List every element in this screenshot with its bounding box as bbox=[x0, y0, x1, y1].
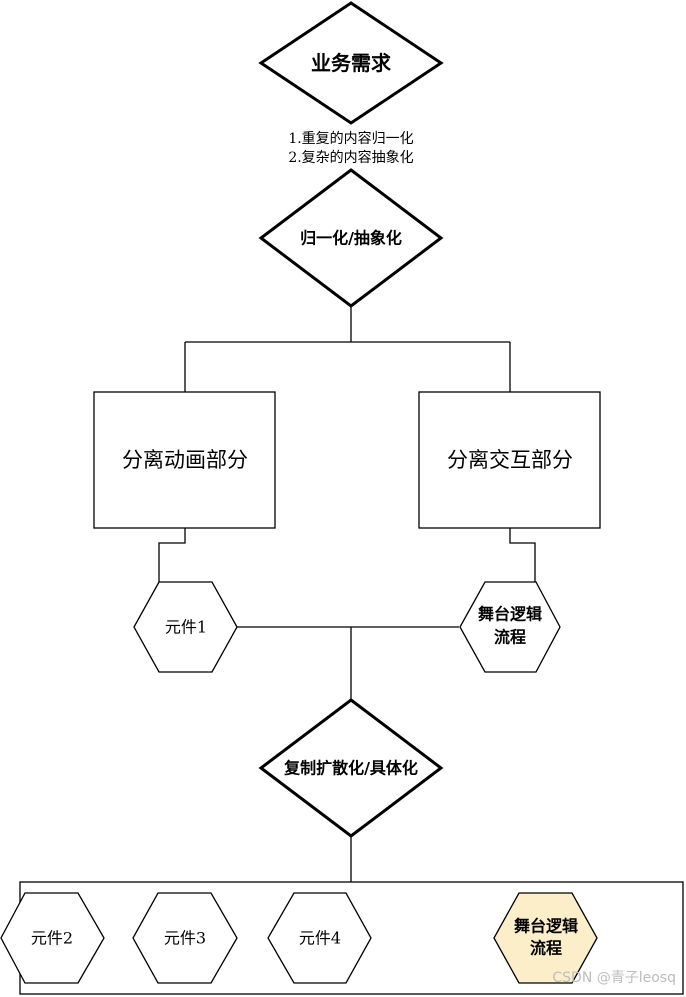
decision-business-requirement: 业务需求 bbox=[258, 1, 444, 125]
hexagon-shape bbox=[133, 581, 238, 673]
decision-diamond bbox=[258, 698, 444, 838]
decision-label-replicate-concrete: 复制扩散化/具体化 bbox=[283, 759, 418, 778]
process-label-separate-animation: 分离动画部分 bbox=[122, 448, 248, 472]
decision-label-business-requirement: 业务需求 bbox=[311, 51, 392, 75]
connector-animation-to-component bbox=[158, 528, 186, 582]
process-box bbox=[418, 391, 601, 529]
hex-component-4: 元件4 bbox=[267, 892, 372, 984]
connectors bbox=[158, 306, 536, 882]
process-label-separate-interaction: 分离交互部分 bbox=[447, 448, 573, 472]
decision-diamond bbox=[258, 168, 444, 308]
process-box bbox=[93, 391, 276, 529]
hex-component-2: 元件2 bbox=[0, 892, 105, 984]
decision-replicate-concrete: 复制扩散化/具体化 bbox=[258, 698, 444, 838]
hex-label-component-4: 元件4 bbox=[299, 929, 341, 948]
hexagon-shape bbox=[493, 892, 598, 984]
watermark-text: CSDN @青子leosq bbox=[552, 970, 676, 986]
process-separate-animation: 分离动画部分 bbox=[93, 391, 276, 529]
process-separate-interaction: 分离交互部分 bbox=[418, 391, 601, 529]
connector-interaction-to-stage bbox=[509, 528, 536, 582]
hex-label-component-1: 元件1 bbox=[165, 618, 207, 637]
hex-component-3: 元件3 bbox=[132, 892, 238, 984]
decision-diamond bbox=[258, 1, 444, 125]
hex-stage-logic-highlighted: 舞台逻辑 流程 bbox=[493, 892, 598, 984]
decision-label-normalize-abstract: 归一化/抽象化 bbox=[300, 229, 402, 248]
hexagon-shape bbox=[0, 892, 105, 984]
hex-label-component-3: 元件3 bbox=[164, 929, 206, 948]
hex-component-1: 元件1 bbox=[133, 581, 238, 673]
hexagon-shape bbox=[132, 892, 238, 984]
note-line-2: 2.复杂的内容抽象化 bbox=[288, 149, 413, 166]
hex-label-stage-logic-highlighted-line-2: 流程 bbox=[530, 939, 562, 958]
hex-label-component-2: 元件2 bbox=[31, 929, 73, 948]
hexagon-shape bbox=[267, 892, 372, 984]
hex-stage-logic: 舞台逻辑 流程 bbox=[459, 581, 561, 673]
hex-label-stage-logic-line-2: 流程 bbox=[494, 628, 526, 647]
hexagon-shape bbox=[459, 581, 561, 673]
decision-normalize-abstract: 归一化/抽象化 bbox=[258, 168, 444, 308]
note-line-1: 1.重复的内容归一化 bbox=[288, 130, 413, 147]
hex-label-stage-logic-line-1: 舞台逻辑 bbox=[478, 605, 542, 624]
hex-label-stage-logic-highlighted-line-1: 舞台逻辑 bbox=[514, 917, 578, 936]
